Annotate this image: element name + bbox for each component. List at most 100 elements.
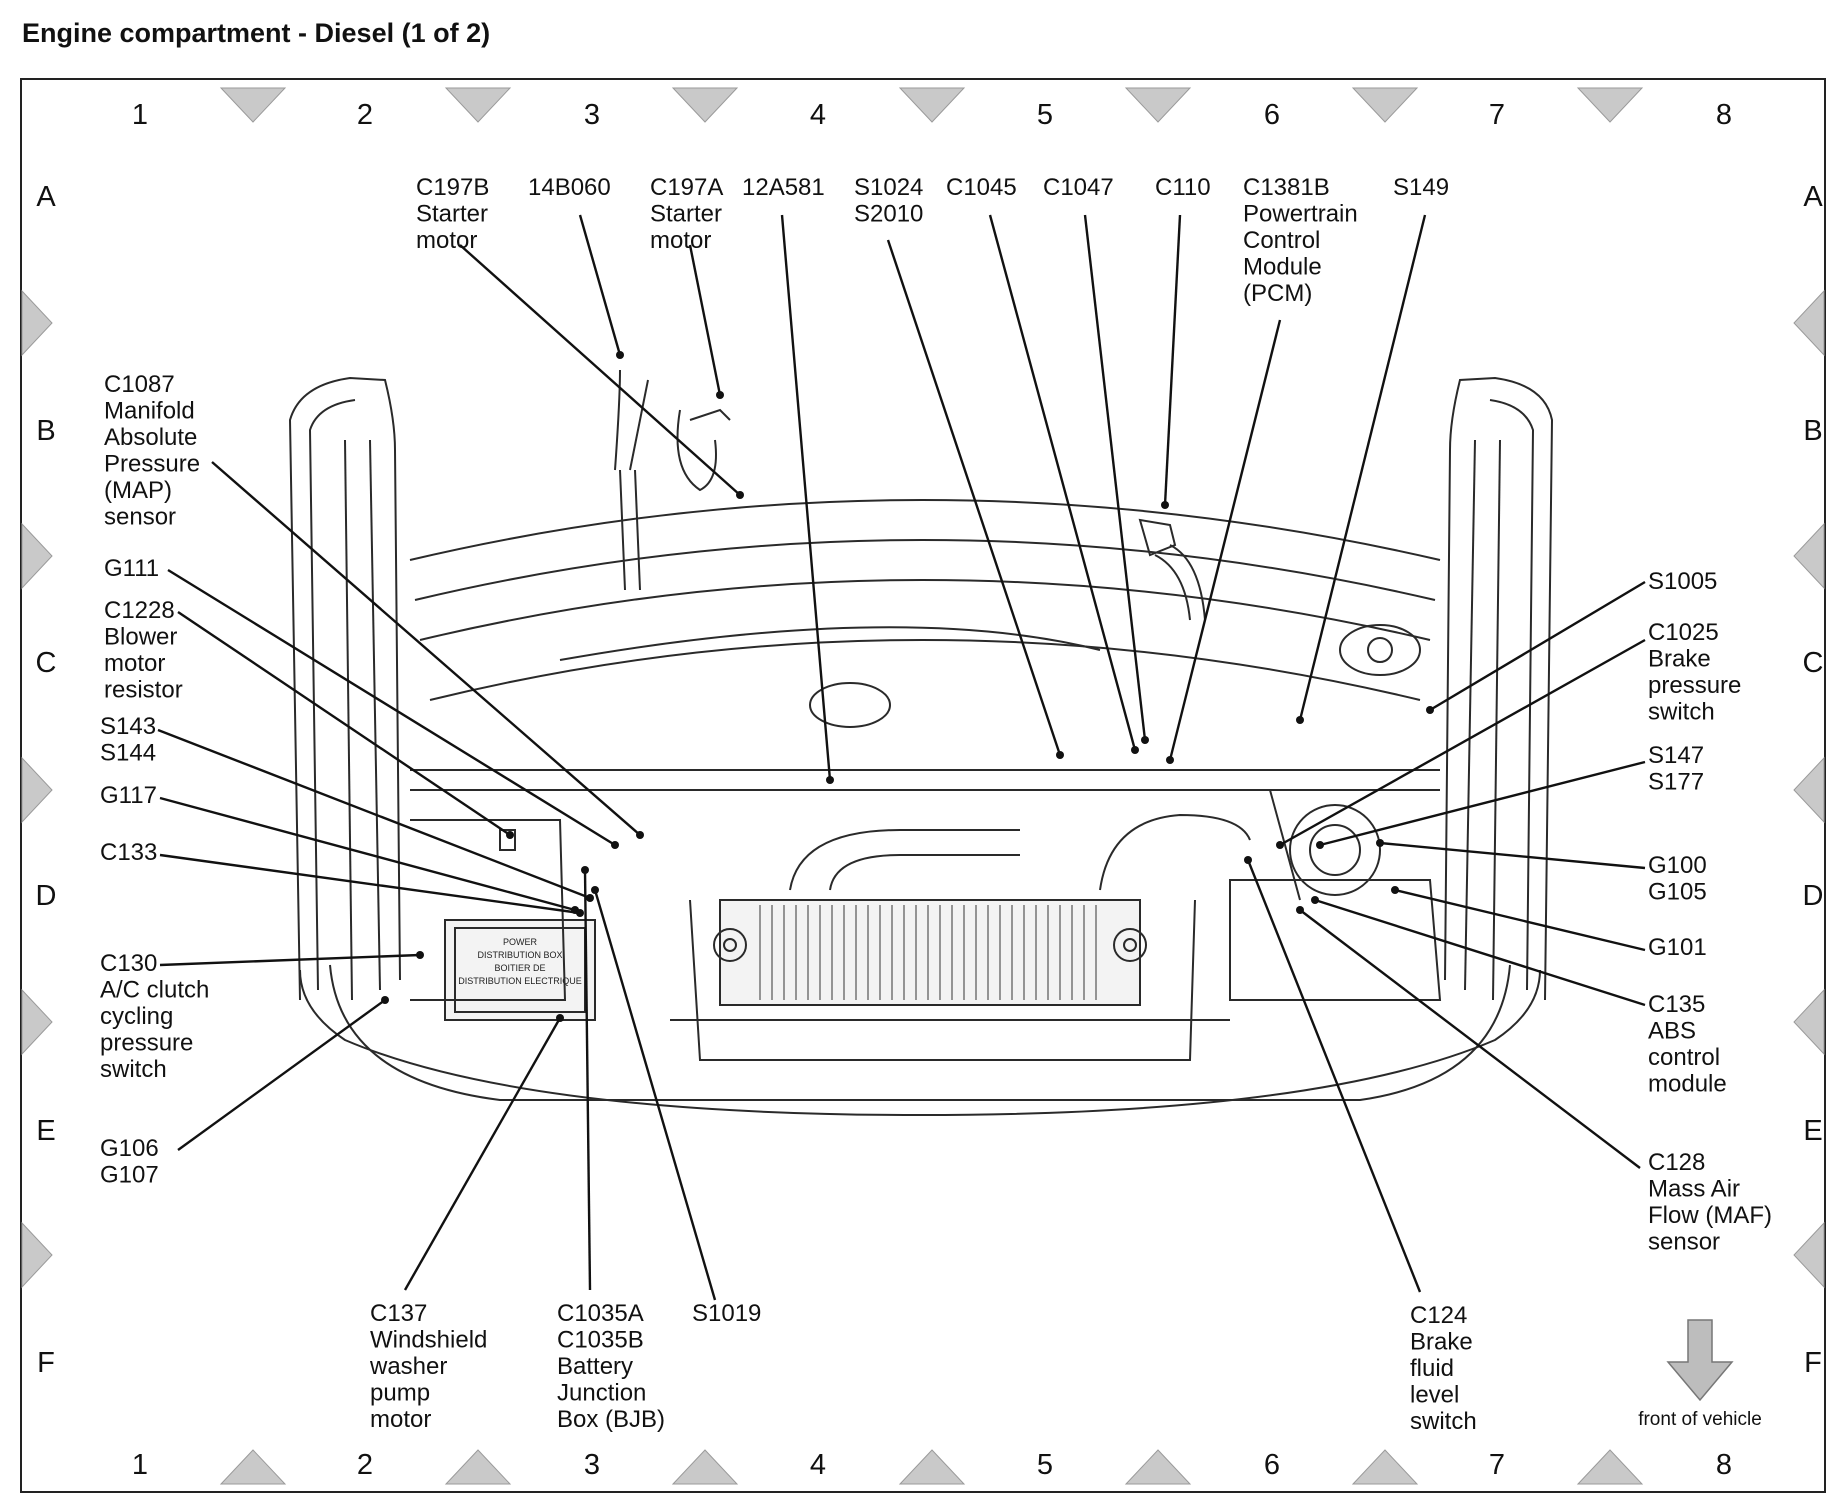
- grid-divider-bottom: [898, 1449, 966, 1485]
- leader-endpoint: [1056, 751, 1064, 759]
- grid-divider-bottom: [1351, 1449, 1419, 1485]
- grid-divider-right: [1793, 988, 1825, 1056]
- leader-endpoint: [1276, 841, 1284, 849]
- grid-divider-left: [21, 988, 53, 1056]
- leader-line: [1298, 214, 1427, 721]
- callout-g106-line: G106: [100, 1135, 159, 1162]
- callout-s1019-line: S1019: [692, 1300, 761, 1327]
- leader-endpoint: [581, 866, 589, 874]
- leader-line: [159, 953, 421, 967]
- callout-c128-line: C128: [1648, 1149, 1705, 1176]
- grid-divider-left: [21, 289, 53, 357]
- leader-line: [593, 889, 717, 1301]
- callout-c197b-line: C197B: [416, 174, 489, 201]
- leader-endpoint: [556, 1014, 564, 1022]
- callout-c1087-line: sensor: [104, 504, 176, 531]
- leader-line: [583, 869, 592, 1291]
- box-text-line: DISTRIBUTION BOX: [477, 950, 562, 960]
- grid-divider-left: [21, 756, 53, 824]
- leader-line: [1279, 638, 1646, 847]
- grid-column-4-top: 4: [810, 99, 826, 131]
- leader-line: [1163, 214, 1182, 506]
- leader-line: [403, 1017, 562, 1291]
- callout-c124-line: C124: [1410, 1302, 1467, 1329]
- callout-c1087-line: C1087: [104, 371, 175, 398]
- leader-line: [459, 244, 741, 496]
- callout-c1087-line: Manifold: [104, 398, 195, 425]
- leader-line: [167, 568, 616, 847]
- leader-line: [1299, 909, 1641, 1169]
- leader-endpoint: [736, 491, 744, 499]
- callout-c1381b-line: Module: [1243, 254, 1322, 281]
- callout-c197b-line: Starter: [416, 201, 488, 228]
- callout-c110-line: C110: [1155, 174, 1211, 201]
- callout-c1025-line: Brake: [1648, 646, 1711, 673]
- box-text-line: DISTRIBUTION ELECTRIQUE: [458, 976, 582, 986]
- grid-column-1-top: 1: [132, 99, 148, 131]
- grid-divider-bottom: [671, 1449, 739, 1485]
- callout-c1035-line: Box (BJB): [557, 1406, 665, 1433]
- callout-g101: G101: [1648, 934, 1707, 961]
- grid-column-8-bottom: 8: [1716, 1449, 1732, 1481]
- leader-line: [1083, 214, 1147, 741]
- grid-row-D-left: D: [36, 880, 57, 912]
- leader-line: [1246, 859, 1422, 1293]
- front-of-vehicle-label: front of vehicle: [1638, 1409, 1762, 1430]
- callout-c1228-line: motor: [104, 650, 165, 677]
- box-text-line: BOITIER DE: [494, 963, 545, 973]
- callout-s149: S149: [1393, 174, 1449, 201]
- callout-g100-line: G105: [1648, 879, 1707, 906]
- callout-g111-line: G111: [104, 555, 159, 582]
- callout-c124-line: Brake: [1410, 1329, 1473, 1356]
- leader-endpoint: [1316, 841, 1324, 849]
- callout-g106-line: G107: [100, 1162, 159, 1189]
- radiator: [759, 905, 1097, 1000]
- callout-s1005: S1005: [1648, 568, 1717, 595]
- grid-divider-right: [1793, 289, 1825, 357]
- callout-g117: G117: [100, 782, 157, 809]
- grid-divider-top: [898, 87, 966, 123]
- leader-endpoint: [1391, 886, 1399, 894]
- leader-line: [1429, 580, 1646, 712]
- leader-line: [157, 728, 591, 900]
- grid-row-E-right: E: [1803, 1115, 1822, 1147]
- callout-g111: G111: [104, 555, 159, 582]
- leader-endpoint: [1426, 706, 1434, 714]
- callout-c1381b-line: (PCM): [1243, 280, 1312, 307]
- callout-s149-line: S149: [1393, 174, 1449, 201]
- grid-row-F-right: F: [1804, 1347, 1822, 1379]
- callout-c137-line: C137: [370, 1300, 427, 1327]
- grid-divider-bottom: [444, 1449, 512, 1485]
- callout-g100-line: G100: [1648, 852, 1707, 879]
- callout-c197a-line: Starter: [650, 201, 722, 228]
- callout-c1035-line: C1035B: [557, 1327, 644, 1354]
- callout-s147-line: S147: [1648, 742, 1704, 769]
- front-of-vehicle-indicator: front of vehicle: [1638, 1319, 1762, 1430]
- callout-c137-line: Windshield: [370, 1327, 487, 1354]
- grid-divider-bottom: [1576, 1449, 1644, 1485]
- grid-column-7-bottom: 7: [1489, 1449, 1505, 1481]
- callout-c1381b-line: Control: [1243, 227, 1320, 254]
- leader-endpoint: [576, 909, 584, 917]
- callout-c1381b-line: Powertrain: [1243, 201, 1358, 228]
- callout-c1035-line: Junction: [557, 1380, 646, 1407]
- grid-column-7-top: 7: [1489, 99, 1505, 131]
- leader-endpoint: [1296, 906, 1304, 914]
- grid-column-6-top: 6: [1264, 99, 1280, 131]
- leader-endpoint: [1161, 501, 1169, 509]
- grid-row-C-right: C: [1803, 647, 1824, 679]
- callout-c135-line: control: [1648, 1044, 1720, 1071]
- leader-endpoint: [611, 841, 619, 849]
